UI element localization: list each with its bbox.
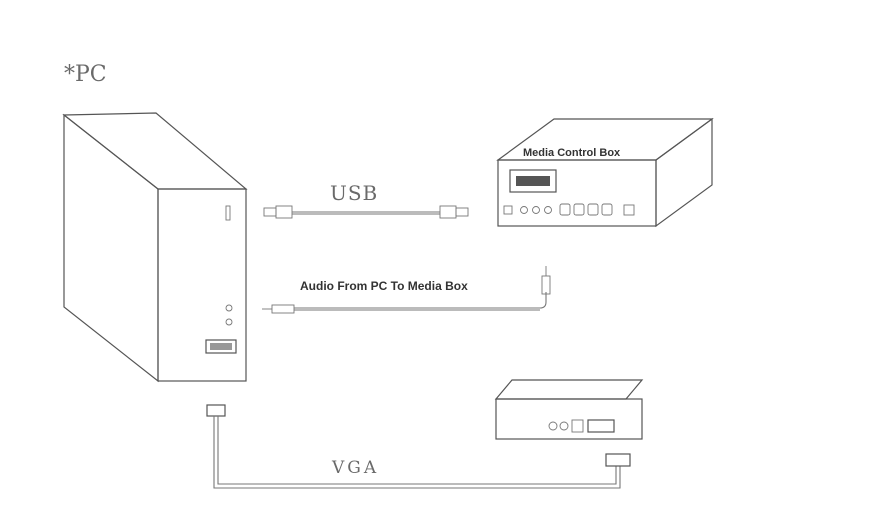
vga-cable <box>206 404 631 489</box>
audio-cable-label: Audio From PC To Media Box <box>300 279 468 293</box>
pc-vga-port-pins <box>210 343 232 350</box>
vga-device-front <box>495 398 643 440</box>
vga-device-vga-port <box>587 419 615 433</box>
media-box-button-9 <box>623 204 635 216</box>
pc-usb-port <box>225 205 231 221</box>
pc-audio-jack-in <box>225 318 233 326</box>
media-box-button-4 <box>544 206 552 214</box>
usb-plug-box <box>455 207 469 217</box>
vga-plug-pc <box>206 404 226 417</box>
media-box-title: Media Control Box <box>523 147 621 159</box>
pc-tower-front <box>157 188 247 382</box>
media-box-display-screen <box>516 176 550 186</box>
vga-plug-device <box>605 453 631 467</box>
pc-title: *PC <box>64 62 107 87</box>
media-box-display <box>509 169 557 193</box>
media-box-side <box>655 117 713 228</box>
media-box-button-1 <box>503 205 513 215</box>
vga-device-port-2 <box>559 421 569 431</box>
audio-plug-box <box>541 275 551 295</box>
pc-vga-port <box>205 339 237 354</box>
usb-plug-box-body <box>439 205 457 219</box>
vga-device-port-1 <box>548 421 558 431</box>
pc-tower <box>62 112 248 383</box>
media-box-button-7 <box>587 203 599 216</box>
audio-cable <box>262 266 551 314</box>
media-box-button-6 <box>573 203 585 216</box>
usb-cable-label: USB <box>330 181 378 205</box>
pc-tower-top <box>62 112 248 190</box>
media-box-button-2 <box>520 206 528 214</box>
media-box-front <box>497 159 657 227</box>
usb-plug-pc-body <box>275 205 293 219</box>
media-control-box <box>496 117 714 228</box>
vga-device-port-3 <box>571 419 584 433</box>
pc-tower-side <box>63 113 159 383</box>
media-box-button-3 <box>532 206 540 214</box>
media-box-button-5 <box>559 203 571 216</box>
usb-plug-pc <box>263 207 277 217</box>
audio-plug-pc <box>271 304 295 314</box>
pc-audio-jack-out <box>225 304 233 312</box>
vga-device-top <box>494 379 644 400</box>
vga-cable-label: VGA <box>331 458 379 478</box>
vga-device-box <box>494 379 644 440</box>
usb-cable <box>263 205 469 219</box>
media-box-button-8 <box>601 203 613 216</box>
